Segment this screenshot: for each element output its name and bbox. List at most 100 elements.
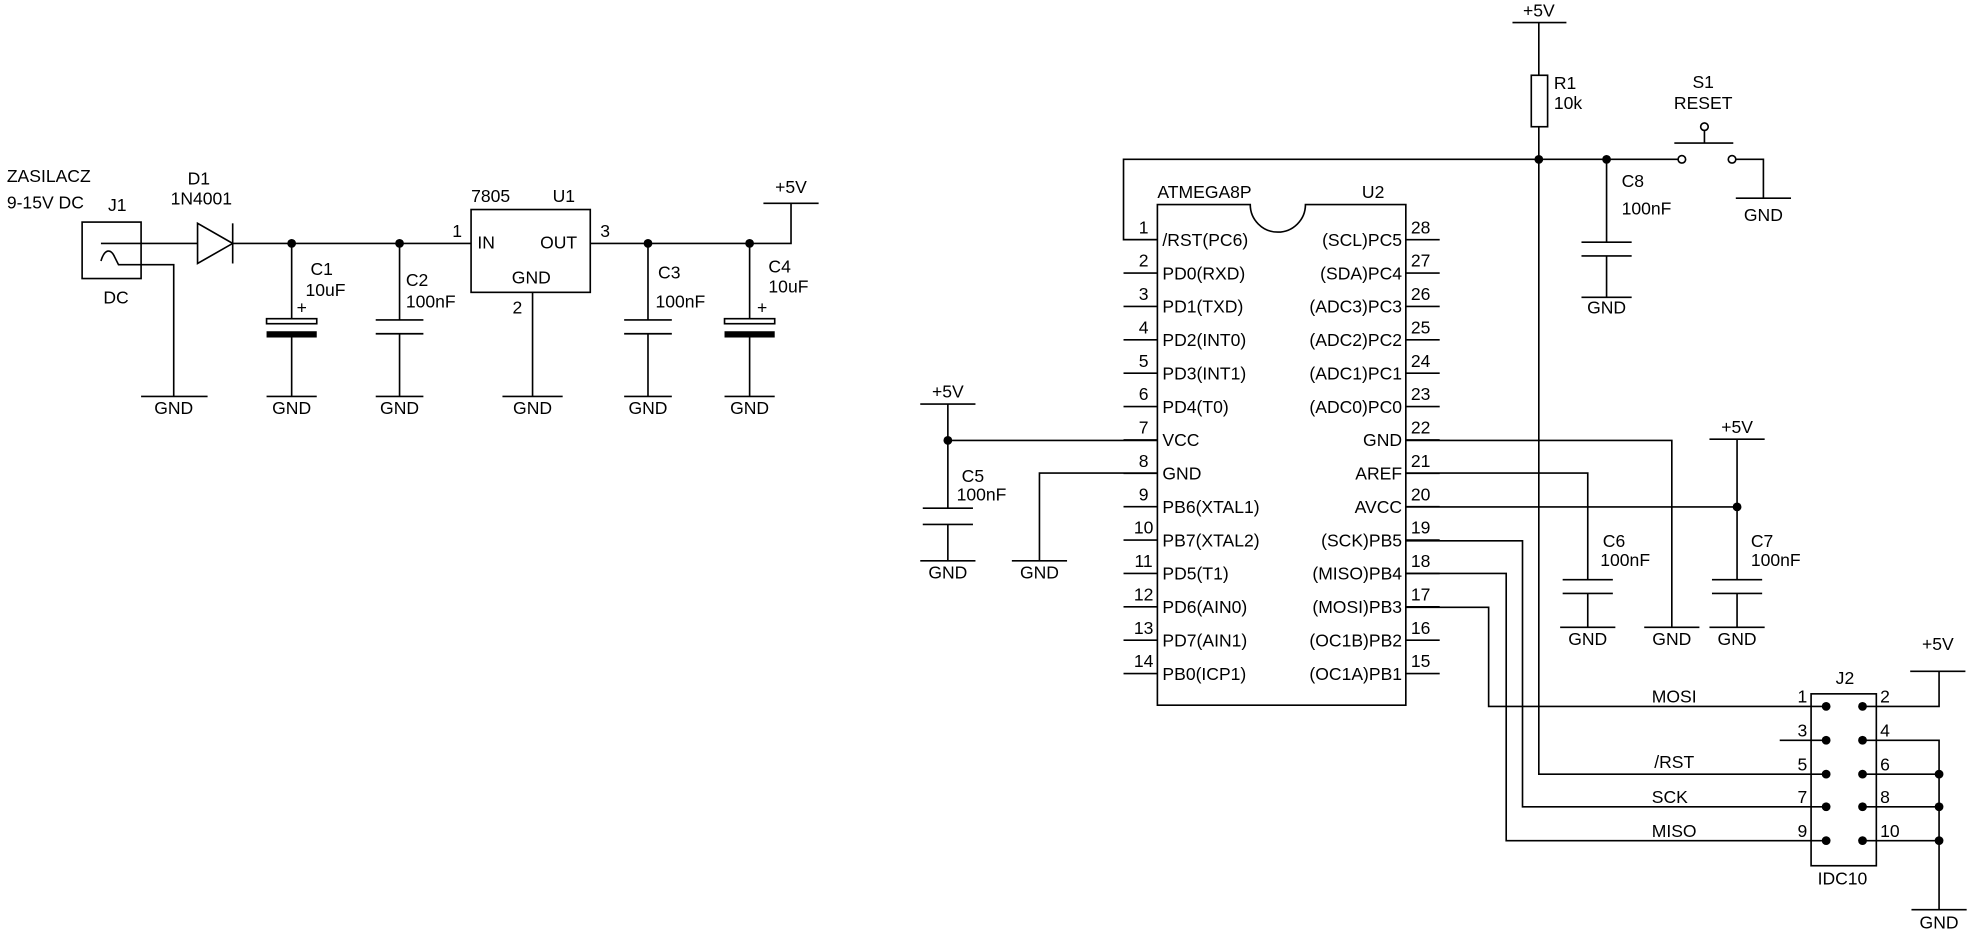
mcu-pin-number: 23 (1411, 384, 1431, 404)
mcu-section: ATMEGA8P U2 1/RST(PC6)2PD0(RXD)3PD1(TXD)… (920, 0, 1967, 932)
gnd-label: GND (730, 398, 769, 418)
gnd-symbol: GND (1911, 908, 1967, 932)
wire-gnd-pin22 (1405, 439, 1673, 628)
gnd-label: GND (1568, 629, 1607, 649)
gnd-symbol: GND (266, 395, 317, 418)
mcu-body (1156, 203, 1407, 706)
switch-s1: S1 RESET (1674, 72, 1765, 199)
header-pin-number: 4 (1880, 721, 1890, 741)
mcu-pin-number: 9 (1139, 484, 1149, 504)
header-pin-dot (1858, 769, 1867, 779)
header-pin-number: 7 (1798, 787, 1808, 807)
mcu-pin-number: 2 (1139, 251, 1149, 271)
vcc-label: +5V (932, 382, 964, 402)
gnd-label: GND (1718, 629, 1757, 649)
u1-pin-in: IN (477, 232, 495, 252)
regulator-body (470, 208, 592, 294)
mcu-pin-name: (SCK)PB5 (1321, 530, 1402, 550)
gnd-label: GND (272, 398, 311, 418)
junction-dot (1602, 154, 1611, 164)
c1-ref: C1 (310, 259, 332, 279)
capacitor-c6 (1405, 472, 1613, 628)
u2-value: ATMEGA8P (1157, 182, 1251, 202)
c1-value: 10uF (305, 280, 345, 300)
mcu-pin-name: (ADC1)PC1 (1309, 363, 1402, 383)
power-supply-section: ZASILACZ 9-15V DC J1 DC D1 1N4001 C1 10u… (7, 166, 819, 418)
vcc-label: +5V (1721, 417, 1753, 437)
gnd-symbol: GND (1581, 296, 1632, 318)
switch-lever (1674, 130, 1765, 199)
mcu-pin-name: PB6(XTAL1) (1162, 497, 1259, 517)
mcu-pin-number: 14 (1134, 651, 1154, 671)
header-pin-number: 10 (1880, 821, 1900, 841)
capacitor-icon (1581, 159, 1632, 298)
gnd-symbol: GND (1011, 560, 1068, 582)
header-pin-dot (1821, 836, 1831, 846)
c5-value: 100nF (957, 485, 1007, 505)
resistor-icon (1530, 74, 1549, 128)
diode-icon (196, 221, 235, 265)
mcu-pin-number: 7 (1139, 418, 1149, 438)
c3-value: 100nF (656, 291, 706, 311)
junction-dot (287, 239, 297, 248)
capacitor-plate-icon (724, 331, 775, 338)
mcu-pin-number: 5 (1139, 351, 1149, 371)
mcu-pin-name: PB7(XTAL2) (1162, 530, 1259, 550)
connector-j1: J1 DC (81, 195, 198, 397)
u1-value: 7805 (471, 186, 510, 206)
mcu-pin-number: 18 (1411, 551, 1431, 571)
header-pin-number: 6 (1880, 754, 1890, 774)
mcu-pin-name: GND (1363, 430, 1402, 450)
mcu-pin-number: 27 (1411, 251, 1431, 271)
header-pin-dot (1821, 802, 1831, 812)
mcu-pin-name: PB0(ICP1) (1162, 664, 1246, 684)
net-label-mosi: MOSI (1652, 687, 1697, 707)
junction-dot (1732, 502, 1742, 512)
mcu-pin-number: 28 (1411, 217, 1431, 237)
u1-pin-gnd: GND (512, 268, 551, 288)
j1-value: DC (103, 288, 128, 308)
header-pin-dot (1858, 802, 1867, 812)
capacitor-c4: C4 10uF + (723, 243, 809, 397)
header-pin-dot (1821, 769, 1831, 779)
mcu-pin-name: (ADC0)PC0 (1309, 397, 1402, 417)
wire-rst (1538, 22, 1827, 775)
gnd-label: GND (628, 398, 667, 418)
mcu-pin-name: AREF (1355, 464, 1402, 484)
mcu-pin-name: PD7(AIN1) (1162, 630, 1247, 650)
junction-dot (643, 239, 653, 248)
wire-reset-line (1122, 158, 1679, 241)
gnd-symbol: GND (724, 395, 775, 418)
vcc-symbol: +5V (1512, 0, 1567, 24)
c5-ref: C5 (962, 466, 985, 486)
mcu-pin-name: AVCC (1355, 497, 1402, 517)
wire-vin-vout (232, 203, 792, 245)
header-pin-dot (1858, 735, 1867, 745)
junction-dot (943, 436, 953, 445)
c4-ref: C4 (768, 256, 791, 276)
r1-value: 10k (1554, 93, 1583, 113)
supply-voltage: 9-15V DC (7, 192, 84, 212)
gnd-label: GND (154, 398, 193, 418)
mcu-pin-name: PD5(T1) (1162, 564, 1228, 584)
mcu-pin-number: 8 (1139, 451, 1149, 471)
gnd-label: GND (1744, 205, 1783, 225)
mcu-pin-name: (ADC2)PC2 (1309, 330, 1402, 350)
gnd-symbol: GND (1709, 626, 1765, 649)
mcu-pin-name: PD6(AIN0) (1162, 597, 1247, 617)
vcc-label: +5V (1523, 0, 1555, 20)
vcc-label: +5V (1922, 634, 1954, 654)
mcu-pin-number: 26 (1411, 284, 1431, 304)
capacitor-plate-icon (266, 331, 317, 338)
c7-ref: C7 (1751, 531, 1773, 551)
capacitor-icon (375, 243, 424, 397)
c8-value: 100nF (1622, 199, 1672, 219)
mcu-pin-number: 3 (1139, 284, 1149, 304)
c6-value: 100nF (1600, 550, 1650, 570)
mcu-pin-name: (ADC3)PC3 (1309, 297, 1402, 317)
mcu-pin-number: 1 (1139, 217, 1149, 237)
mcu-pin-number: 16 (1411, 618, 1431, 638)
mcu-pin-number: 21 (1411, 451, 1431, 471)
